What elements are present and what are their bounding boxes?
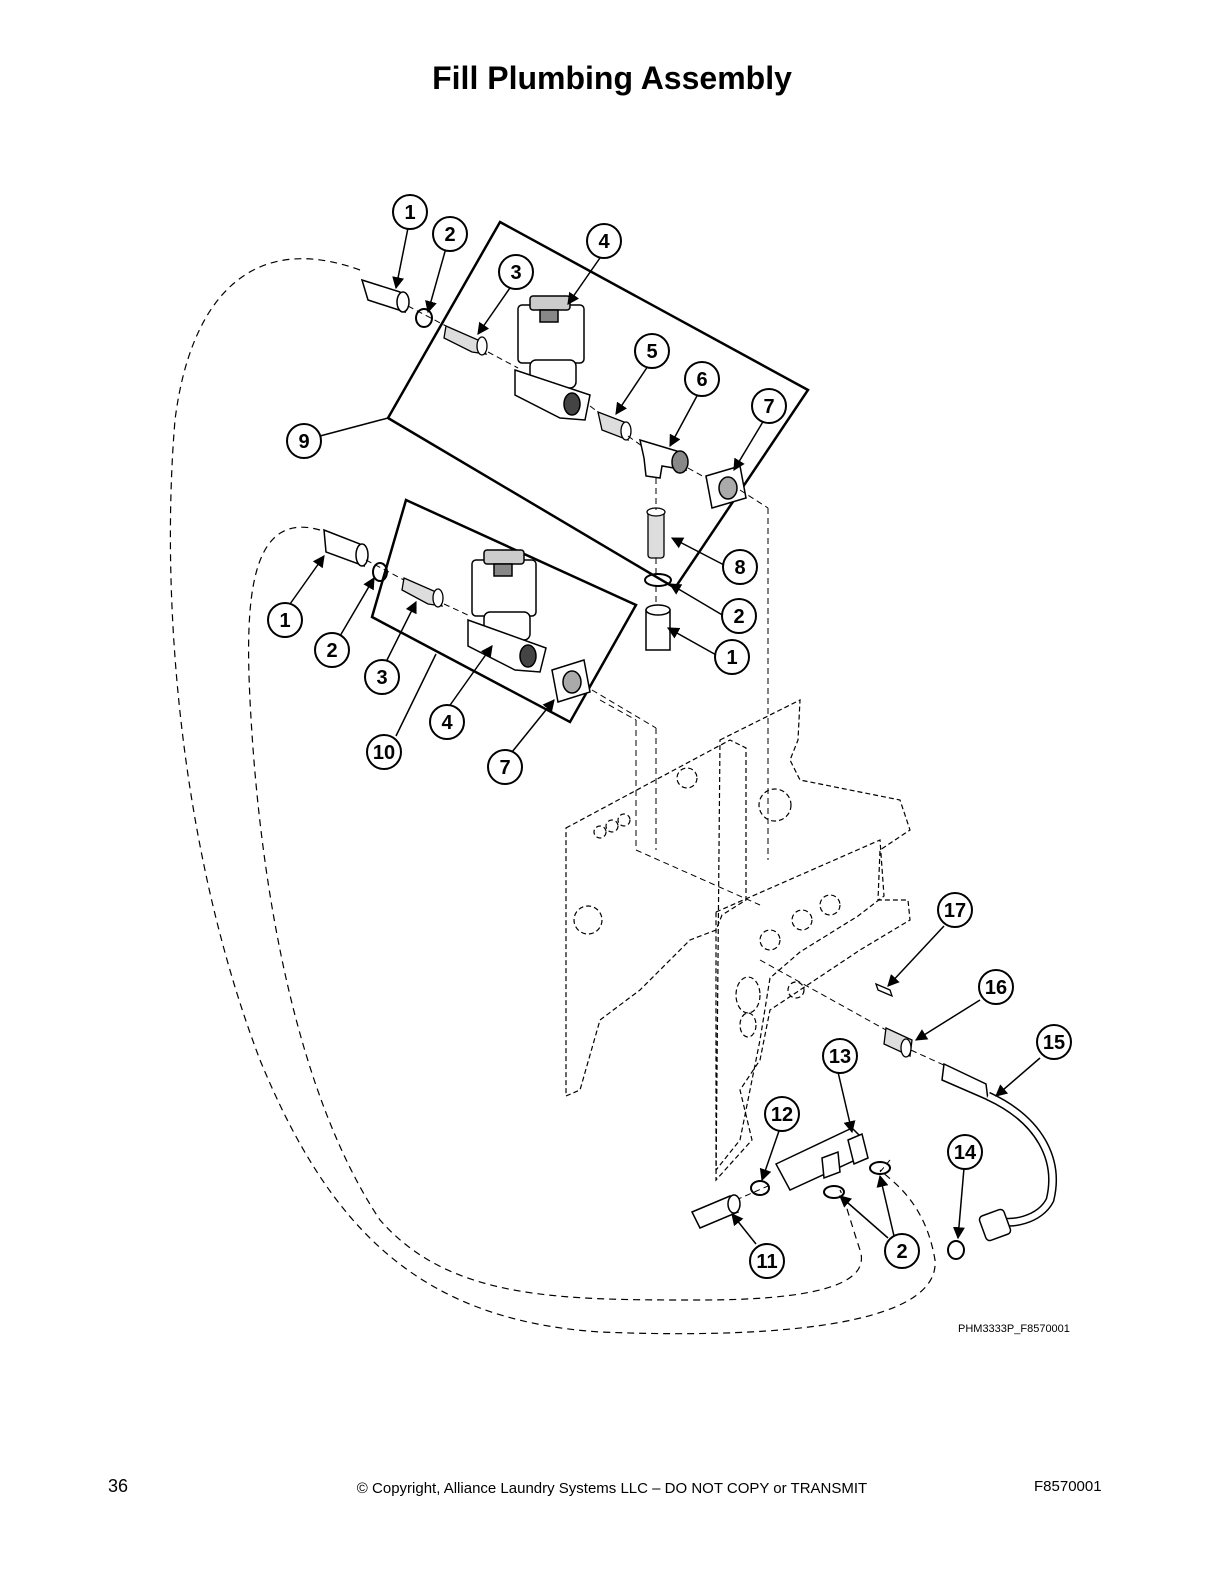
- hose-clamp-manifold-mid: [823, 1185, 845, 1199]
- callout-label: 4: [441, 712, 453, 734]
- callout-label: 12: [771, 1104, 793, 1126]
- flange-fitting-upper: [705, 465, 747, 509]
- valve-kit-box-lower: [370, 498, 638, 724]
- callout-label: 6: [696, 369, 707, 391]
- callout-label: 11: [756, 1251, 777, 1273]
- inlet-manifold: [774, 1127, 869, 1191]
- callout-14: 14: [947, 1134, 983, 1170]
- hose-segment-upper: [360, 278, 410, 314]
- machine-frame: [565, 699, 911, 1182]
- callout-label: 2: [444, 224, 455, 246]
- callout-8: 8: [722, 549, 758, 585]
- callout-2: 2: [314, 632, 350, 668]
- page-title: Fill Plumbing Assembly: [432, 60, 792, 96]
- hose-barb-upper: [443, 325, 488, 356]
- callout-11: 11: [749, 1243, 785, 1279]
- callout-15: 15: [1036, 1024, 1072, 1060]
- callout-9: 9: [286, 423, 322, 459]
- callout-4: 4: [586, 223, 622, 259]
- callout-label: 1: [279, 610, 290, 632]
- valve-kit-box-upper: [386, 220, 810, 590]
- callout-5: 5: [634, 333, 670, 369]
- callout-label: 2: [896, 1241, 907, 1263]
- callout-3: 3: [498, 254, 534, 290]
- callout-label: 16: [985, 977, 1007, 999]
- fill-hose: [941, 1062, 1057, 1242]
- callout-7: 7: [487, 749, 523, 785]
- callout-17: 17: [937, 892, 973, 928]
- callout-1: 1: [267, 602, 303, 638]
- bulkhead-fitting: [883, 1027, 913, 1058]
- hose-clamp-manifold-right: [869, 1161, 891, 1175]
- callout-label: 14: [954, 1142, 977, 1164]
- hose-clamp-vertical: [644, 573, 672, 587]
- callout-label: 10: [373, 742, 395, 764]
- callout-10: 10: [366, 734, 402, 770]
- callout-2: 2: [721, 598, 757, 634]
- callout-2: 2: [884, 1233, 920, 1269]
- hose-barb-vertical: [646, 507, 666, 559]
- callout-label: 1: [404, 202, 415, 224]
- callout-label: 3: [510, 262, 521, 284]
- callout-label: 13: [829, 1046, 851, 1068]
- pipe-tee: [638, 438, 689, 479]
- copyright-notice: © Copyright, Alliance Laundry Systems LL…: [356, 1480, 868, 1497]
- solenoid-valve-upper: [514, 295, 591, 421]
- callout-label: 9: [298, 431, 309, 453]
- dashed-hose-outer: [169, 258, 936, 1335]
- pipe-nipple: [597, 410, 632, 442]
- dashed-hose-inner: [247, 526, 862, 1301]
- hose-washer: [947, 1240, 965, 1260]
- callout-12: 12: [764, 1096, 800, 1132]
- flange-fitting-lower: [551, 659, 591, 703]
- callout-6: 6: [684, 361, 720, 397]
- hose-clamp-manifold-left: [750, 1180, 770, 1196]
- hose-segment-lower: [323, 528, 369, 568]
- callout-label: 4: [598, 231, 610, 253]
- callout-7: 7: [751, 388, 787, 424]
- drain-hose-segment: [690, 1194, 741, 1229]
- callout-label: 2: [326, 640, 337, 662]
- callout-label: 7: [499, 757, 510, 779]
- callout-13: 13: [822, 1038, 858, 1074]
- callout-label: 7: [763, 396, 774, 418]
- hose-barb-lower: [401, 577, 444, 608]
- page-number: 36: [108, 1476, 129, 1496]
- document-number: F8570001: [1034, 1478, 1102, 1495]
- callout-label: 5: [646, 341, 657, 363]
- assembly-centerlines: [365, 305, 947, 1201]
- callout-16: 16: [978, 969, 1014, 1005]
- callout-label: 8: [734, 557, 745, 579]
- hose-segment-vertical: [645, 604, 671, 651]
- callout-label: 17: [944, 900, 966, 922]
- drawing-id: PHM3333P_F8570001: [958, 1323, 1070, 1335]
- callout-2: 2: [432, 216, 468, 252]
- callout-1: 1: [392, 194, 428, 230]
- hose-clamp-upper: [415, 308, 433, 328]
- kit-leaders: [319, 417, 437, 737]
- leader-lines: [289, 227, 1041, 1245]
- callout-3: 3: [364, 659, 400, 695]
- callout-4: 4: [429, 704, 465, 740]
- mounting-screw: [874, 982, 894, 998]
- callout-label: 2: [733, 606, 744, 628]
- callout-label: 3: [376, 667, 387, 689]
- callout-1: 1: [714, 639, 750, 675]
- hose-clamp-lower: [372, 562, 388, 582]
- solenoid-valve-lower: [467, 549, 547, 673]
- callout-label: 15: [1043, 1032, 1065, 1054]
- callout-label: 1: [726, 647, 737, 669]
